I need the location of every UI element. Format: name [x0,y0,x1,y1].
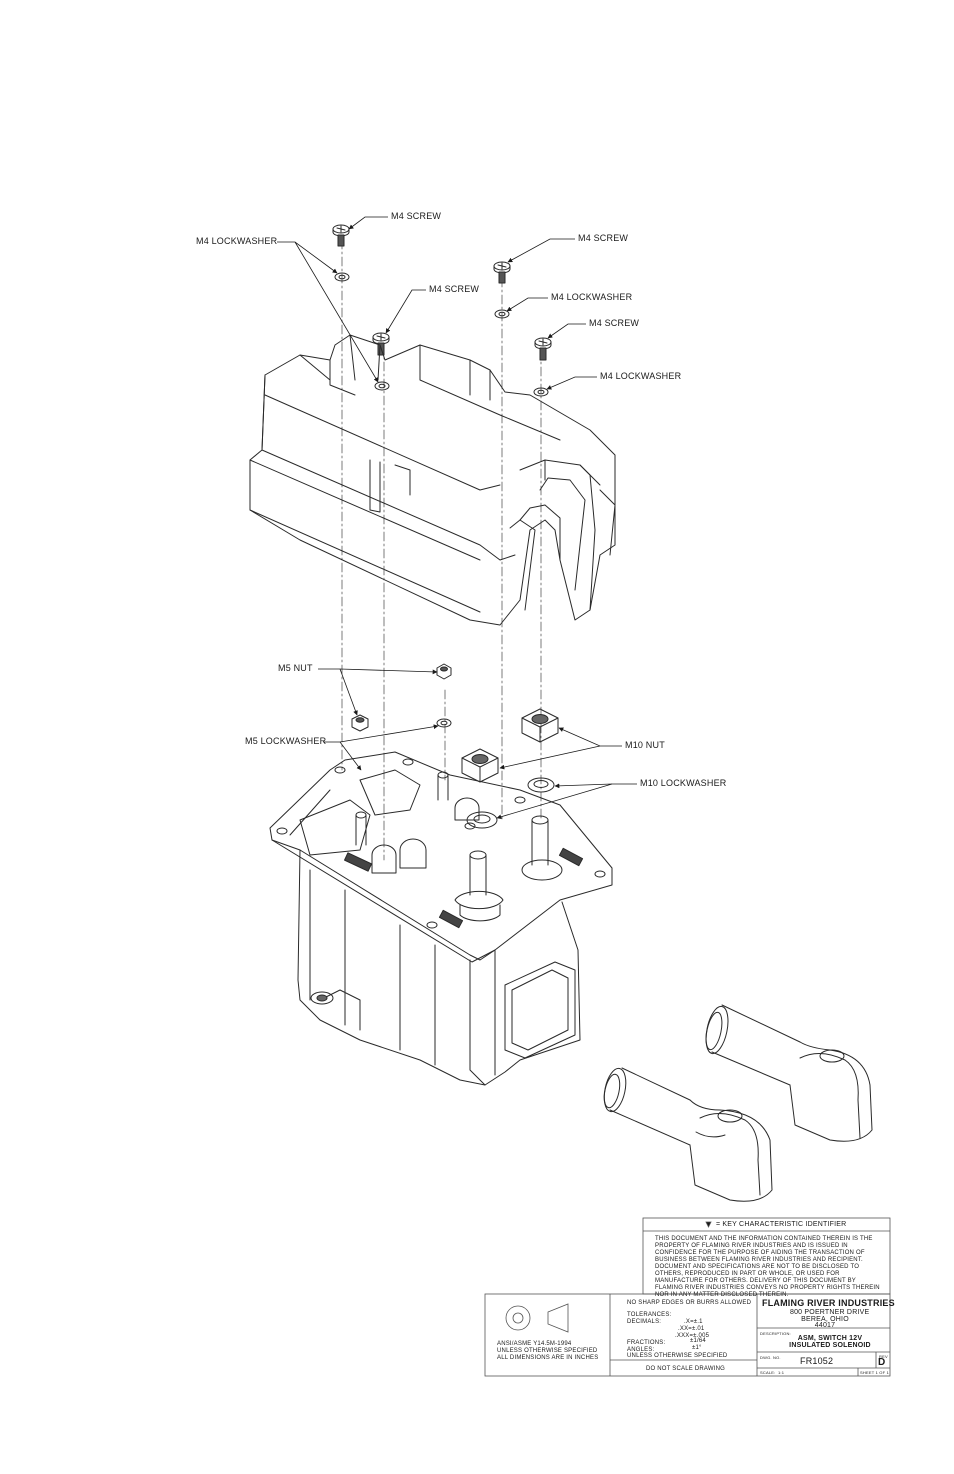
tolerance-angle: ±1° [692,1345,702,1351]
m4-screw-3 [493,261,511,284]
m5-nut-2 [351,714,369,732]
m10-nut-2 [461,748,499,783]
company-address-3: 44017 [814,1322,836,1329]
tolerances-label: TOLERANCES: [627,1312,672,1318]
terminal-boot-1 [603,1067,773,1202]
angles-label: ANGLES: [627,1347,655,1353]
decimals-label: DECIMALS: [627,1319,662,1325]
label-m5-lockwasher: M5 LOCKWASHER [245,736,327,746]
label-m4-screw-2: M4 SCREW [429,284,480,294]
tolerance-fraction: ±1/64 [690,1338,706,1344]
m4-lockwasher-4 [533,387,549,397]
title-block-lines [484,1217,891,1377]
key-characteristic-note: = KEY CHARACTERISTIC IDENTIFIER [716,1221,847,1228]
m5-nut-1 [436,663,452,680]
tolerance-xxx: .XXX=±.005 [675,1333,710,1339]
company-name: FLAMING RIVER INDUSTRIES [762,1298,895,1308]
tolerance-x: .X=±.1 [684,1319,703,1325]
label-m4-lockwasher-3: M4 LOCKWASHER [600,371,682,381]
description-label: DESCRIPTION: [760,1331,791,1336]
m4-lockwasher-3 [494,309,510,319]
label-m10-nut: M10 NUT [625,740,665,750]
unless-specified-note: UNLESS OTHERWISE SPECIFIED [627,1353,728,1359]
label-m4-screw-1: M4 SCREW [391,211,442,221]
terminal-boot-2 [705,1004,873,1142]
leader-lines [277,216,637,820]
label-m10-lockwasher: M10 LOCKWASHER [640,778,727,788]
company-address-2: BEREA, OHIO [801,1316,849,1323]
m4-screw-1 [332,224,350,247]
confidentiality-note: THIS DOCUMENT AND THE INFORMATION CONTAI… [655,1236,880,1298]
m10-nut-1 [521,708,559,743]
label-m4-lockwasher-2: M4 LOCKWASHER [551,292,633,302]
label-m5-nut: M5 NUT [278,663,313,673]
m5-lockwasher [436,718,452,728]
rev-label: REV [879,1354,888,1359]
solenoid-base [269,751,613,1086]
fractions-label: FRACTIONS: [627,1340,666,1346]
scale-label: SCALE: [760,1370,776,1375]
label-m4-screw-3: M4 SCREW [578,233,629,243]
tolerance-xx: .XX=±.01 [678,1326,705,1332]
description-line-1: ASM, SWITCH 12V [797,1335,863,1342]
m4-lockwasher-1 [334,272,350,282]
m10-lockwasher-1 [527,777,555,793]
m4-screw-4 [534,337,552,361]
scale-value: 1:1 [778,1370,785,1375]
description-line-2: INSULATED SOLENOID [789,1342,871,1349]
no-sharp-edges-note: NO SHARP EDGES OR BURRS ALLOWED [627,1300,752,1306]
dwg-no-label: DWG. NO. [760,1355,781,1360]
label-m4-lockwasher-1: M4 LOCKWASHER [196,236,278,246]
m4-screw-2 [372,332,390,356]
standard-line-2: UNLESS OTHERWISE SPECIFIED [497,1348,598,1354]
label-m4-screw-4: M4 SCREW [589,318,640,328]
drawing-number: FR1052 [800,1356,834,1366]
do-not-scale-note: DO NOT SCALE DRAWING [646,1366,726,1372]
standard-line-3: ALL DIMENSIONS ARE IN INCHES [497,1355,599,1361]
company-address-1: 800 POERTNER DRIVE [790,1309,870,1316]
standard-line-1: ANSI/ASME Y14.5M-1994 [497,1341,572,1347]
revision-letter: D [878,1357,886,1368]
assembly-centerlines [341,239,542,861]
m4-lockwasher-2 [374,381,390,391]
insulated-cover [249,334,616,626]
sheet-number: SHEET 1 OF 1 [860,1370,890,1375]
